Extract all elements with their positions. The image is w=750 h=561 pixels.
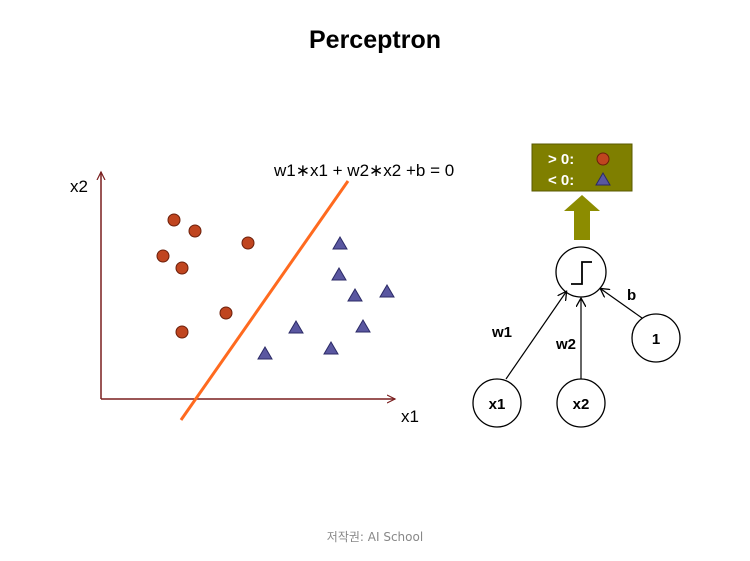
- negative-triangle-icon: [595, 172, 611, 186]
- triangle-point: [331, 267, 347, 281]
- connection-x1: [505, 292, 566, 380]
- x-axis-label: x1: [401, 407, 419, 426]
- positive-label: > 0:: [548, 151, 574, 168]
- page-title: Perceptron: [309, 26, 441, 54]
- class-triangle-points: [257, 236, 395, 360]
- triangle-point: [323, 341, 339, 355]
- bias-node-label: 1: [652, 331, 660, 348]
- input-node-x2: x2: [556, 378, 606, 428]
- triangle-point: [347, 288, 363, 302]
- triangle-point: [288, 320, 304, 334]
- output-arrow-icon: [564, 195, 600, 240]
- circle-point: [175, 261, 189, 275]
- input-node-label: x2: [573, 396, 590, 413]
- negative-label: < 0:: [548, 172, 574, 189]
- input-node-x1: x1: [472, 378, 522, 428]
- circle-point: [219, 306, 233, 320]
- triangle-point: [379, 284, 395, 298]
- positive-circle-icon: [596, 152, 610, 166]
- input-node-circle: [556, 378, 606, 428]
- scatter-axes: x2 x1: [70, 172, 419, 426]
- bias-b-label: b: [627, 287, 636, 304]
- circle-point: [156, 249, 170, 263]
- input-node-circle: [472, 378, 522, 428]
- bias-node-circle: [631, 313, 681, 363]
- decision-boundary-line: [179, 180, 350, 421]
- output-box: > 0: < 0:: [531, 143, 633, 192]
- circle-point: [167, 213, 181, 227]
- output-box-background: [531, 143, 633, 192]
- step-function-icon: [571, 261, 592, 285]
- triangle-point: [257, 346, 273, 360]
- boundary-equation: w1∗x1 + w2∗x2 +b = 0: [273, 161, 454, 180]
- weight-w1-label: w1: [491, 324, 512, 341]
- circle-point: [188, 224, 202, 238]
- bias-node: 1: [631, 313, 681, 363]
- activation-circle: [555, 246, 607, 298]
- copyright-credit: 저작권: AI School: [327, 530, 423, 544]
- input-connections: [505, 289, 643, 380]
- input-node-label: x1: [489, 396, 506, 413]
- circle-point: [241, 236, 255, 250]
- connection-bias: [601, 289, 643, 319]
- weight-w2-label: w2: [555, 336, 576, 353]
- y-axis-label: x2: [70, 177, 88, 196]
- activation-node: [555, 246, 607, 298]
- class-circle-points: [156, 213, 255, 339]
- circle-point: [175, 325, 189, 339]
- triangle-point: [355, 319, 371, 333]
- triangle-point: [332, 236, 348, 250]
